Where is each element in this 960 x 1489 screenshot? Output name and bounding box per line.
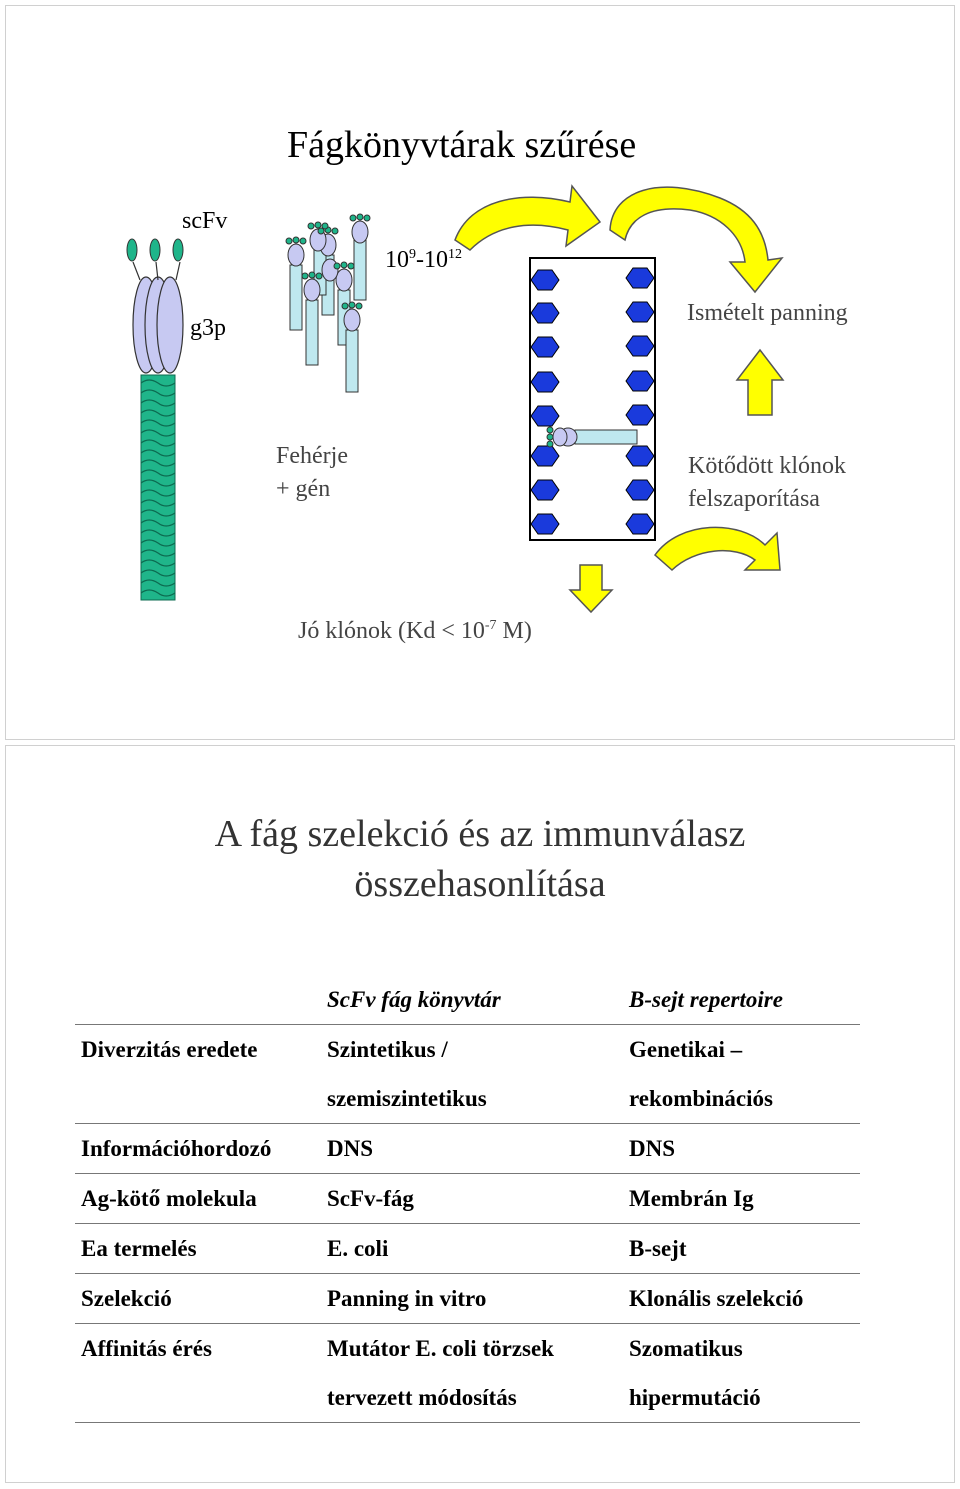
table-cell: Szomatikus	[629, 1335, 743, 1361]
table-cell: Diverzitás eredete	[81, 1036, 258, 1062]
table-cell: Ag-kötő molekula	[75, 1173, 327, 1224]
table-cell: E. coli	[327, 1223, 629, 1274]
table-row: Szelekció Panning in vitro Klonális szel…	[75, 1273, 860, 1324]
slide2-title-line2: összehasonlítása	[354, 863, 606, 905]
table-cell: Ea termelés	[75, 1223, 327, 1274]
table-header-cell: ScFv fág könyvtár	[327, 975, 629, 1025]
table-cell: B-sejt	[629, 1223, 860, 1274]
table-cell: Információhordozó	[75, 1123, 327, 1174]
table-cell: rekombinációs	[629, 1074, 860, 1124]
table-cell: DNS	[327, 1123, 629, 1174]
table-row: Ag-kötő molekula ScFv-fág Membrán Ig	[75, 1173, 860, 1224]
protein-gene-line1: Fehérje	[276, 443, 348, 469]
g3p-proteins	[132, 276, 184, 374]
panning-diagram	[126, 184, 785, 614]
scfv-label: scFv	[182, 208, 228, 234]
table-row: tervezett módosítás hipermutáció	[75, 1373, 860, 1423]
table-cell: Szelekció	[75, 1273, 327, 1324]
arrow-up-icon	[735, 348, 785, 416]
table-cell: Genetikai –	[629, 1036, 743, 1062]
table-cell: hipermutáció	[629, 1373, 860, 1423]
slide1-title: Fágkönyvtárak szűrése	[287, 124, 637, 166]
table-cell: Klonális szelekció	[629, 1273, 860, 1324]
good-clones-label: Jó klónok (Kd < 10-7 M)	[298, 618, 532, 644]
slide2-title-line1: A fág szelekció és az immunválasz	[214, 813, 746, 855]
arrow-down-icon	[568, 564, 614, 614]
scfv-domains	[126, 238, 184, 281]
table-row: Ea termelés E. coli B-sejt	[75, 1223, 860, 1274]
g3p-label: g3p	[190, 315, 226, 341]
amplification-line1: Kötődött klónok	[688, 453, 847, 479]
amplification-line2: felszaporítása	[688, 486, 820, 512]
table-header-cell	[75, 975, 327, 1025]
table-cell: tervezett módosítás	[327, 1373, 629, 1423]
protein-gene-line2: + gén	[276, 476, 331, 502]
repeated-panning-label: Ismételt panning	[687, 300, 848, 326]
table-cell: Affinitás érés	[81, 1335, 212, 1361]
curved-arrow-bottom-right-icon	[653, 526, 781, 572]
slide-phage-library-screening	[5, 5, 955, 740]
comparison-table: ScFv fág könyvtár B-sejt repertoire Dive…	[75, 975, 860, 1423]
table-cell: Szintetikus /	[327, 1036, 448, 1062]
curved-arrow-top-right-icon	[609, 186, 784, 294]
table-row: Információhordozó DNS DNS	[75, 1123, 860, 1174]
table-cell: Mutátor E. coli törzsek	[327, 1335, 554, 1361]
table-cell: Membrán Ig	[629, 1173, 860, 1224]
curved-arrow-top-left-icon	[454, 184, 602, 251]
phage-coat	[140, 374, 176, 601]
table-cell: szemiszintetikus	[327, 1074, 629, 1124]
table-row: Affinitás érés Mutátor E. coli törzsek S…	[75, 1324, 860, 1374]
table-cell: DNS	[629, 1123, 860, 1174]
table-cell: ScFv-fág	[327, 1173, 629, 1224]
table-cell	[75, 1373, 327, 1423]
library-size: 109-1012	[385, 247, 462, 273]
phage-library	[285, 213, 371, 393]
table-header-cell: B-sejt repertoire	[629, 975, 860, 1025]
table-row: Diverzitás eredete Szintetikus / Genetik…	[75, 1025, 860, 1075]
panning-column	[529, 257, 656, 541]
table-cell: Panning in vitro	[327, 1273, 629, 1324]
cycle-arrows	[454, 184, 785, 614]
table-row: szemiszintetikus rekombinációs	[75, 1074, 860, 1124]
table-cell	[75, 1074, 327, 1124]
table-header-row: ScFv fág könyvtár B-sejt repertoire	[75, 975, 860, 1025]
